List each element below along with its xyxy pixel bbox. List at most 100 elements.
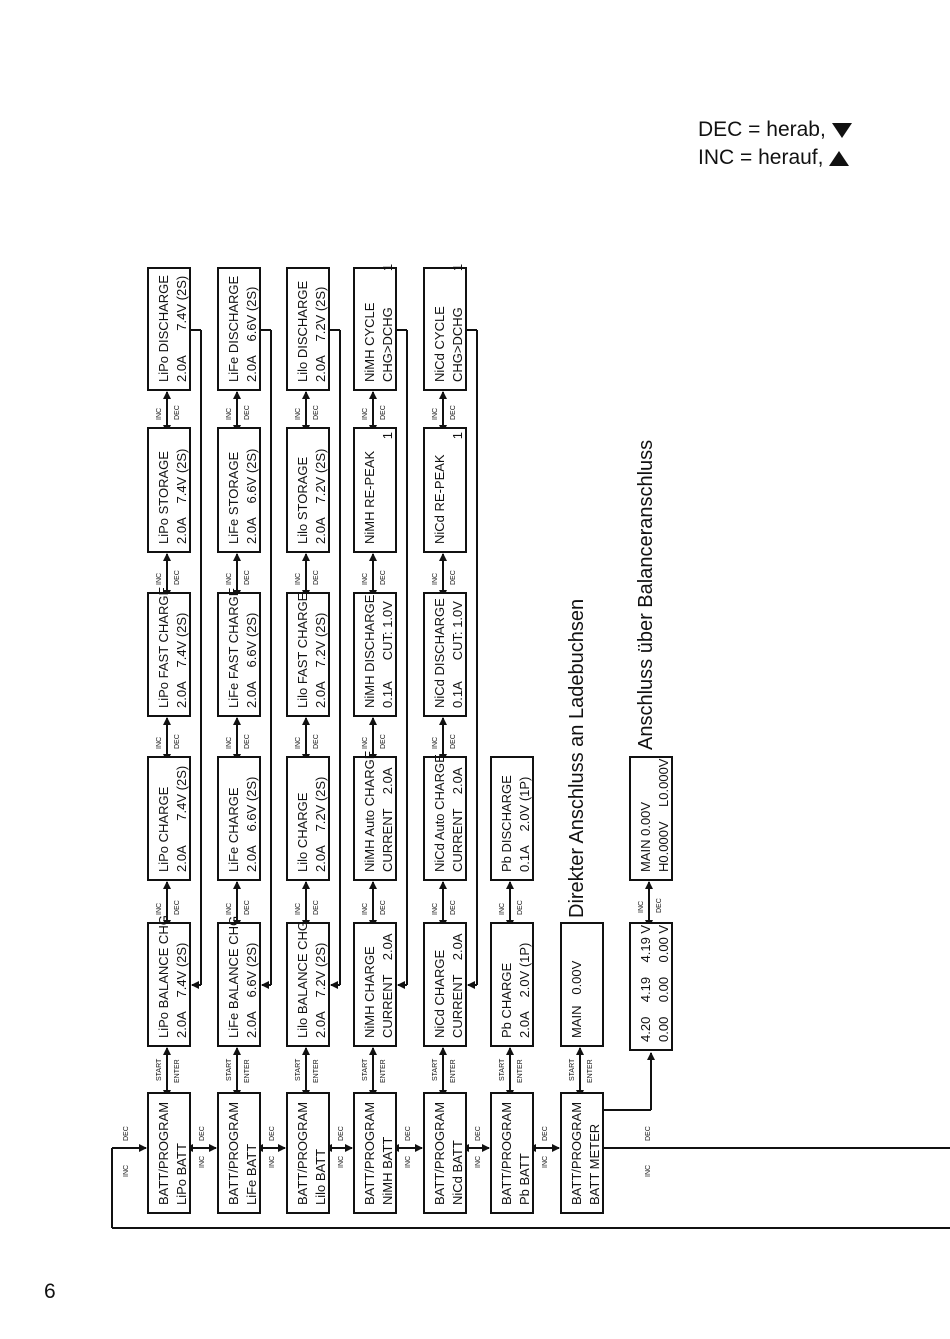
screen-2-4 — [217, 427, 261, 553]
screen-2-5 — [217, 267, 261, 391]
legend-inc-row: INC = herauf, — [698, 144, 852, 172]
screen-1-4 — [147, 427, 191, 553]
screen-5-3-line1: NiCd DISCHARGE — [432, 598, 447, 708]
screen-2-4-line1: LiFe STORAGE — [226, 451, 241, 544]
meter-main-box-line1: MAIN 0.00V — [638, 802, 653, 872]
program-box-3-line1: BATT/PROGRAM — [295, 1102, 310, 1205]
screen-2-3-line2: 2.0A 6.6V (2S) — [244, 613, 259, 708]
program-inc-label-3: INC — [338, 1156, 345, 1168]
inc-label-2-3: INC — [226, 573, 233, 585]
screen-3-1-line1: Lilo BALANCE CHG — [295, 921, 310, 1038]
inc-label-3-4: INC — [295, 408, 302, 420]
screen-1-2 — [147, 756, 191, 881]
dec-label-5-3: DEC — [450, 570, 457, 585]
screen-5-2-line2: CURRENT 2.0A — [450, 767, 465, 872]
program-box-1-line2: LiPo BATT — [174, 1143, 189, 1205]
enter-label-6: ENTER — [517, 1059, 524, 1083]
meter-cells-box — [629, 922, 673, 1051]
program-inc-label-2: INC — [269, 1156, 276, 1168]
meter-main-box — [629, 756, 673, 881]
program-dec-label-4: DEC — [405, 1126, 412, 1141]
screen-4-4 — [353, 427, 397, 553]
screen-5-2 — [423, 756, 467, 881]
screen-3-2-line2: 2.0A 7.2V (2S) — [313, 777, 328, 872]
dec-label-4-2: DEC — [380, 734, 387, 749]
screen-6-2 — [490, 756, 534, 881]
enter-label-3: ENTER — [313, 1059, 320, 1083]
outer-dec-label: DEC — [123, 1126, 130, 1141]
inc-label-1-1: INC — [156, 903, 163, 915]
screen-1-2-line1: LiPo CHARGE — [156, 786, 171, 872]
inc-label-1-2: INC — [156, 737, 163, 749]
inc-label-3-1: INC — [295, 903, 302, 915]
legend: DEC = herab, INC = herauf, — [698, 116, 852, 172]
program-box-1 — [147, 1092, 191, 1214]
screen-2-3-line1: LiFe FAST CHARGE — [226, 587, 241, 708]
meter-box-dec-label: DEC — [656, 898, 663, 913]
start-label-3: START — [295, 1058, 302, 1081]
screen-2-1-line2: 2.0A 6.6V (2S) — [244, 943, 259, 1038]
program-box-1-line1: BATT/PROGRAM — [156, 1102, 171, 1205]
program-box-5 — [423, 1092, 467, 1214]
screen-7-1 — [560, 922, 604, 1047]
screen-3-3-line2: 2.0A 7.2V (2S) — [313, 613, 328, 708]
screen-4-2-line2: CURRENT 2.0A — [380, 767, 395, 872]
program-box-6-line1: BATT/PROGRAM — [499, 1102, 514, 1205]
screen-3-3-line1: Lilo FAST CHARGE — [295, 592, 310, 708]
screen-5-5 — [423, 267, 467, 391]
program-inc-label-4: INC — [405, 1156, 412, 1168]
inc-label-4-3: INC — [362, 573, 369, 585]
dec-label-5-4: DEC — [450, 405, 457, 420]
screen-3-2 — [286, 756, 330, 881]
screen-5-5-line2: CHG>DCHG 1 — [450, 264, 465, 382]
enter-label-2: ENTER — [244, 1059, 251, 1083]
screen-1-1 — [147, 922, 191, 1047]
screen-6-1-line2: 2.0A 2.0V (1P) — [517, 943, 532, 1038]
dec-label-2-4: DEC — [244, 405, 251, 420]
program-box-7-line2: BATT METER — [587, 1124, 602, 1205]
screen-5-4-line1: NiCd RE-PEAK — [432, 454, 447, 544]
start-label-5: START — [432, 1058, 439, 1081]
screen-5-3 — [423, 592, 467, 717]
program-box-2-line1: BATT/PROGRAM — [226, 1102, 241, 1205]
screen-3-4-line2: 2.0A 7.2V (2S) — [313, 449, 328, 544]
screen-5-5-line1: NiCd CYCLE — [432, 306, 447, 382]
inc-label-1-4: INC — [156, 408, 163, 420]
enter-label-5: ENTER — [450, 1059, 457, 1083]
dec-label-5-1: DEC — [450, 900, 457, 915]
inc-label-4-1: INC — [362, 903, 369, 915]
dec-label-1-2: DEC — [174, 734, 181, 749]
inc-label-4-4: INC — [362, 408, 369, 420]
meter-cells-box-line2: 0.00 0.00 0.00 V — [656, 925, 671, 1042]
screen-3-4 — [286, 427, 330, 553]
screen-6-1 — [490, 922, 534, 1047]
screen-4-2 — [353, 756, 397, 881]
inc-label-5-3: INC — [432, 573, 439, 585]
program-box-2 — [217, 1092, 261, 1214]
screen-2-5-line2: 2.0A 6.6V (2S) — [244, 287, 259, 382]
program-dec-label-3: DEC — [338, 1126, 345, 1141]
triangle-down-icon — [831, 122, 852, 138]
enter-label-4: ENTER — [380, 1059, 387, 1083]
legend-inc-text: INC = herauf, — [698, 146, 824, 169]
key-labels: START ENTER INC DEC INC DEC INC DEC INC DEC INC DEC… — [123, 405, 663, 1177]
program-box-4-line1: BATT/PROGRAM — [362, 1102, 377, 1205]
screen-3-5-line2: 2.0A 7.2V (2S) — [313, 287, 328, 382]
screen-5-1-line1: NiCd CHARGE — [432, 950, 447, 1038]
program-box-6 — [490, 1092, 534, 1214]
screen-6-2-line1: Pb DISCHARGE — [499, 775, 514, 872]
meter-dec-label: DEC — [645, 1126, 652, 1141]
screen-3-3 — [286, 592, 330, 717]
screen-7-1-line1: MAIN 0.00V — [569, 960, 584, 1038]
screen-5-3-line2: 0.1A CUT: 1.0V — [450, 601, 465, 708]
screen-5-2-line1: NiCd Auto CHARGE — [432, 754, 447, 872]
screen-1-1-line1: LiPo BALANCE CHG — [156, 915, 171, 1038]
program-box-4 — [353, 1092, 397, 1214]
inc-label-4-2: INC — [362, 737, 369, 749]
dec-label-3-1: DEC — [313, 900, 320, 915]
enter-label-7: ENTER — [587, 1059, 594, 1083]
screen-1-1-line2: 2.0A 7.4V (2S) — [174, 943, 189, 1038]
screen-3-5-line1: Lilo DISCHARGE — [295, 281, 310, 382]
screen-4-5 — [353, 267, 397, 391]
screen-4-5-line1: NiMH CYCLE — [362, 302, 377, 382]
